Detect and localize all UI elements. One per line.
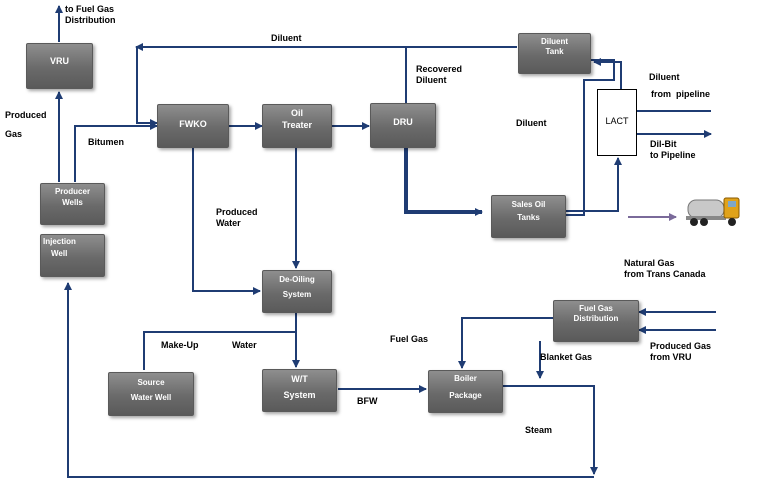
fwko-unit: FWKO [157,104,229,148]
injection-well-label-2: Well [51,249,68,258]
produced-water-line1: Produced [216,207,258,217]
make-up-label: Make-Up [161,340,199,350]
recovered-diluent-line2: Diluent [416,75,447,85]
wt-system-label-2: System [283,390,316,400]
produced-water-label: Produced Water [216,207,258,229]
line-steam-return [64,282,594,478]
diluent-tank-label-2: Tank [545,47,564,56]
sales-oil-label-2: Tanks [517,213,540,222]
deoiling-label-1: De-Oiling [279,275,315,284]
producer-wells-label-2: Wells [62,198,83,207]
water-label: Water [232,340,257,350]
recovered-diluent-label: Recovered Diluent [416,64,462,86]
line-sales-lact [566,157,622,212]
boiler-label-2: Package [449,391,482,400]
produced-gas-line1: Produced [5,110,47,120]
diluent-mid-label: Diluent [516,118,547,128]
oil-treater-label-1: Oil [290,108,303,118]
line-fuel-gas [458,317,553,369]
natural-gas-line1: Natural Gas [624,258,675,268]
fwko-label: FWKO [179,119,207,129]
sales-oil-tanks-unit: Sales Oil Tanks [491,195,566,238]
deoiling-label-2: System [282,290,312,299]
recovered-diluent-line1: Recovered [416,64,463,74]
line-dru-sales [404,148,483,216]
oil-treater-unit: Oil Treater [262,104,332,148]
natural-gas-line2: from Trans Canada [624,269,706,279]
tanker-truck-icon [686,197,740,226]
blanket-gas-label: Blanket Gas [540,352,593,362]
lact-label: LACT [605,116,629,126]
line-lact-up [593,58,622,89]
boiler-label-1: Boiler [454,374,477,383]
steam-label: Steam [525,425,553,435]
deoiling-system-unit: De-Oiling System [262,270,332,313]
natural-gas-label: Natural Gas from Trans Canada [624,258,706,280]
fuel-gas-dist-label-2: Distribution [573,314,619,323]
line-produced-water [192,148,261,295]
lact-unit: LACT [597,89,637,156]
source-water-well-unit: Source Water Well [108,372,194,416]
sales-oil-label-1: Sales Oil [511,200,546,209]
line-makeup-water [143,331,296,370]
dru-unit: DRU [370,103,436,148]
line-bitumen [74,122,158,182]
diluent-top-label: Diluent [271,33,302,43]
to-fuel-gas-label: to Fuel Gas Distribution [65,4,116,26]
dilbit-line1: Dil-Bit [650,139,677,149]
wt-system-unit: W/T System [262,369,337,412]
oil-treater-label-2: Treater [281,120,313,130]
boiler-package-unit: Boiler Package [428,370,503,413]
fuel-gas-dist-label-1: Fuel Gas [579,304,613,313]
bitumen-label: Bitumen [88,137,124,147]
from-pipeline-label: from pipeline [651,89,711,99]
to-fuel-gas-line1: to Fuel Gas [65,4,115,14]
dru-label: DRU [393,117,413,127]
produced-water-line2: Water [216,218,241,228]
producer-wells-label-1: Producer [54,187,91,196]
vru-unit: VRU [26,43,93,89]
injection-well-unit: Injection Well [40,234,105,277]
dilbit-line2: to Pipeline [650,150,696,160]
producer-wells-unit: Producer Wells [40,183,105,225]
produced-gas-vru-line2: from VRU [650,352,692,362]
to-fuel-gas-line2: Distribution [65,15,116,25]
diluent-right-label: Diluent [649,72,680,82]
produced-gas-vru-label: Produced Gas from VRU [650,341,711,363]
produced-gas-vru-line1: Produced Gas [650,341,712,351]
produced-gas-label: Produced Gas [5,106,47,144]
line-steam [503,385,598,475]
diluent-tank-unit: Diluent Tank [518,33,591,74]
wt-system-label-1: W/T [291,374,308,384]
diluent-tank-label-1: Diluent [540,37,569,46]
dilbit-label: Dil-Bit to Pipeline [650,139,696,161]
line-tank-lact [566,59,615,216]
bfw-label: BFW [357,396,378,406]
produced-gas-line2: Gas [5,129,23,139]
injection-well-label-1: Injection [43,237,76,246]
vru-label: VRU [49,56,69,66]
fuel-gas-distribution-unit: Fuel Gas Distribution [553,300,639,342]
source-water-label-2: Water Well [130,393,172,402]
line-diluent-down [136,48,158,127]
fuel-gas-label: Fuel Gas [390,334,429,344]
source-water-label-1: Source [137,378,165,387]
